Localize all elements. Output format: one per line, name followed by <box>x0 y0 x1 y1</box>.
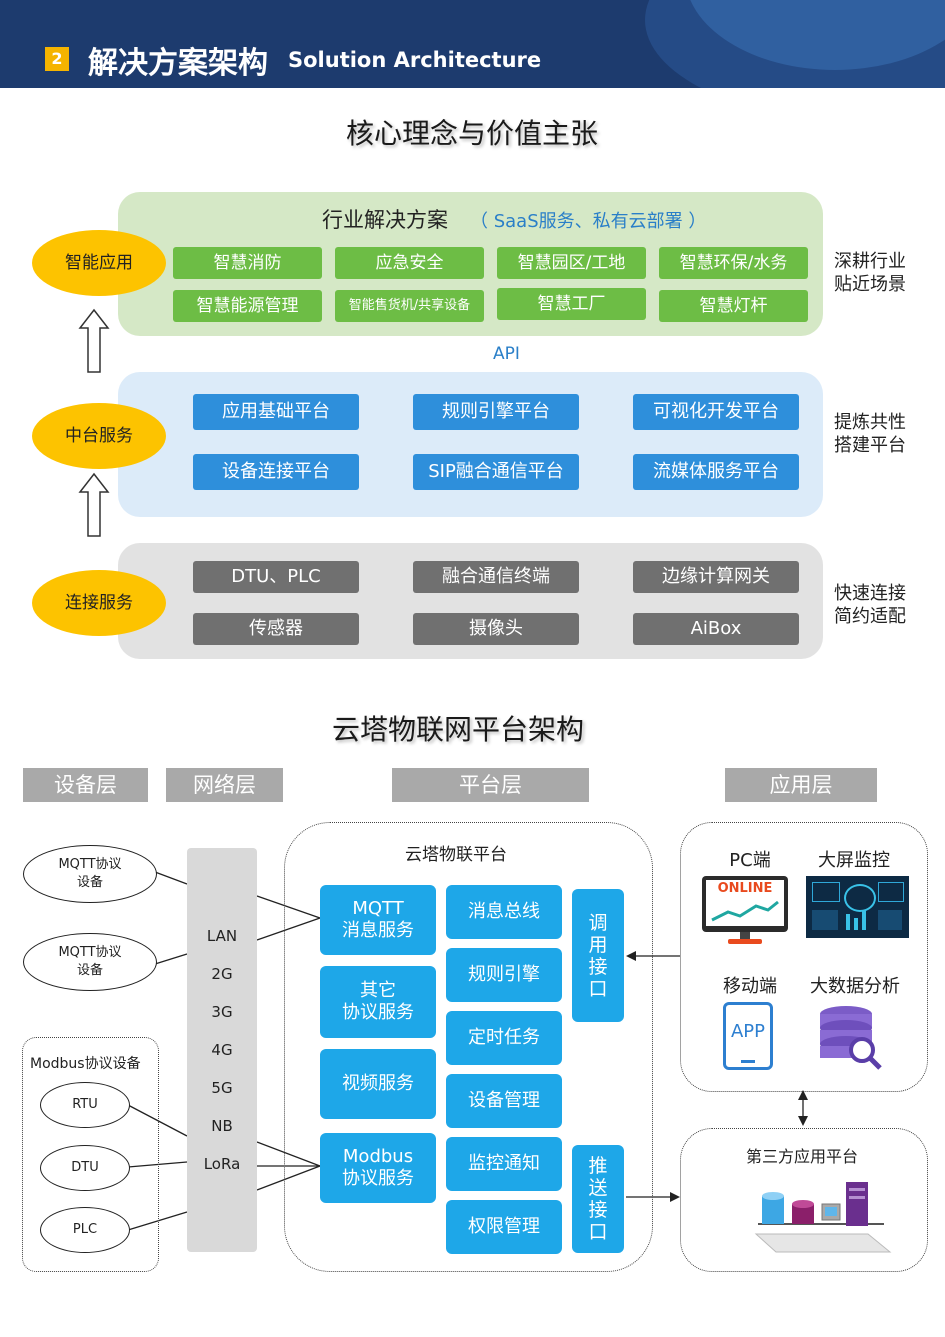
module-monitor-notify: 监控通知 <box>446 1137 562 1191</box>
side-label: 深耕行业贴近场景 <box>834 251 906 295</box>
middle-item: 设备连接平台 <box>193 454 359 490</box>
oval-connect-service: 连接服务 <box>32 570 166 636</box>
page-header <box>0 0 945 88</box>
network-item: LAN <box>206 927 238 945</box>
industry-note: （ SaaS服务、私有云部署 ） <box>470 211 707 232</box>
module-permission-management: 权限管理 <box>446 1200 562 1254</box>
app-item: 智慧消防 <box>173 247 322 279</box>
module-message-bus: 消息总线 <box>446 885 562 939</box>
layer-label-platform: 平台层 <box>392 768 589 802</box>
app-layer-box <box>680 822 928 1092</box>
big-data-icon <box>820 1006 882 1070</box>
up-arrow-icon <box>78 308 110 373</box>
header-title-en: Solution Architecture <box>288 48 542 72</box>
connect-item: 摄像头 <box>413 613 579 645</box>
middle-item: 可视化开发平台 <box>633 394 799 430</box>
up-arrow-icon <box>78 472 110 537</box>
cloud-platform-title: 云塔物联平台 <box>405 845 507 865</box>
app-item: 智慧能源管理 <box>173 290 322 322</box>
modbus-group-title: Modbus协议设备 <box>30 1056 141 1072</box>
middle-item: SIP融合通信平台 <box>413 454 579 490</box>
header-title-cn: 解决方案架构 <box>88 46 268 81</box>
pc-label: PC端 <box>729 850 771 871</box>
mqtt-device-1: MQTT协议设备 <box>23 845 157 903</box>
middle-item: 流媒体服务平台 <box>633 454 799 490</box>
core-section-title: 核心理念与价值主张 <box>345 117 598 150</box>
network-item: NB <box>211 1117 233 1135</box>
server-network-icon <box>754 1182 892 1253</box>
app-item: 智慧园区/工地 <box>497 247 646 279</box>
mobile-app-icon: APP <box>723 1002 773 1070</box>
module-rule-engine: 规则引擎 <box>446 948 562 1002</box>
section-number-badge: 2 <box>45 47 69 71</box>
module-device-management: 设备管理 <box>446 1074 562 1128</box>
connect-item: AiBox <box>633 613 799 645</box>
big-screen-label: 大屏监控 <box>818 850 890 871</box>
layer-label-app: 应用层 <box>725 768 877 802</box>
pc-online-icon: ONLINE <box>702 876 788 946</box>
other-protocol-service: 其它协议服务 <box>320 966 436 1038</box>
middle-item: 应用基础平台 <box>193 394 359 430</box>
network-item: 4G <box>211 1041 233 1059</box>
rtu-device: RTU <box>40 1082 130 1128</box>
oval-middle-service: 中台服务 <box>32 403 166 469</box>
network-item: 3G <box>211 1003 233 1021</box>
app-item: 智慧环保/水务 <box>659 247 808 279</box>
mqtt-device-2: MQTT协议设备 <box>23 933 157 991</box>
app-item: 智慧工厂 <box>497 288 646 320</box>
network-item: LoRa <box>203 1155 241 1173</box>
app-item: 智能售货机/共享设备 <box>335 290 484 322</box>
plc-device: PLC <box>40 1207 130 1253</box>
dtu-device: DTU <box>40 1145 130 1191</box>
third-party-title: 第三方应用平台 <box>746 1147 859 1166</box>
oval-smart-app: 智能应用 <box>32 230 166 296</box>
module-scheduled-task: 定时任务 <box>446 1011 562 1065</box>
network-item: 2G <box>211 965 233 983</box>
network-item: 5G <box>211 1079 233 1097</box>
network-column <box>187 848 257 1252</box>
call-interface: 调用 接口 <box>572 889 624 1022</box>
platform-section-title: 云塔物联网平台架构 <box>331 713 584 746</box>
modbus-device-group <box>22 1037 159 1272</box>
video-service: 视频服务 <box>320 1049 436 1119</box>
header-decoration <box>645 0 945 88</box>
cloud-platform-box <box>284 822 653 1272</box>
api-label: API <box>493 344 520 364</box>
side-label: 快速连接简约适配 <box>834 583 906 627</box>
connect-item: 传感器 <box>193 613 359 645</box>
app-item: 应急安全 <box>335 247 484 279</box>
connect-item: 融合通信终端 <box>413 561 579 593</box>
industry-title: 行业解决方案 <box>322 208 448 232</box>
app-item: 智慧灯杆 <box>659 290 808 322</box>
layer-label-network: 网络层 <box>166 768 283 802</box>
connect-item: 边缘计算网关 <box>633 561 799 593</box>
side-label: 提炼共性搭建平台 <box>834 412 906 456</box>
middle-item: 规则引擎平台 <box>413 394 579 430</box>
mobile-label: 移动端 <box>723 976 777 997</box>
push-interface: 推送 接口 <box>572 1145 624 1253</box>
big-data-label: 大数据分析 <box>810 976 900 997</box>
connect-item: DTU、PLC <box>193 561 359 593</box>
third-party-box <box>680 1128 928 1272</box>
big-screen-icon <box>806 876 909 938</box>
layer-label-device: 设备层 <box>23 768 148 802</box>
